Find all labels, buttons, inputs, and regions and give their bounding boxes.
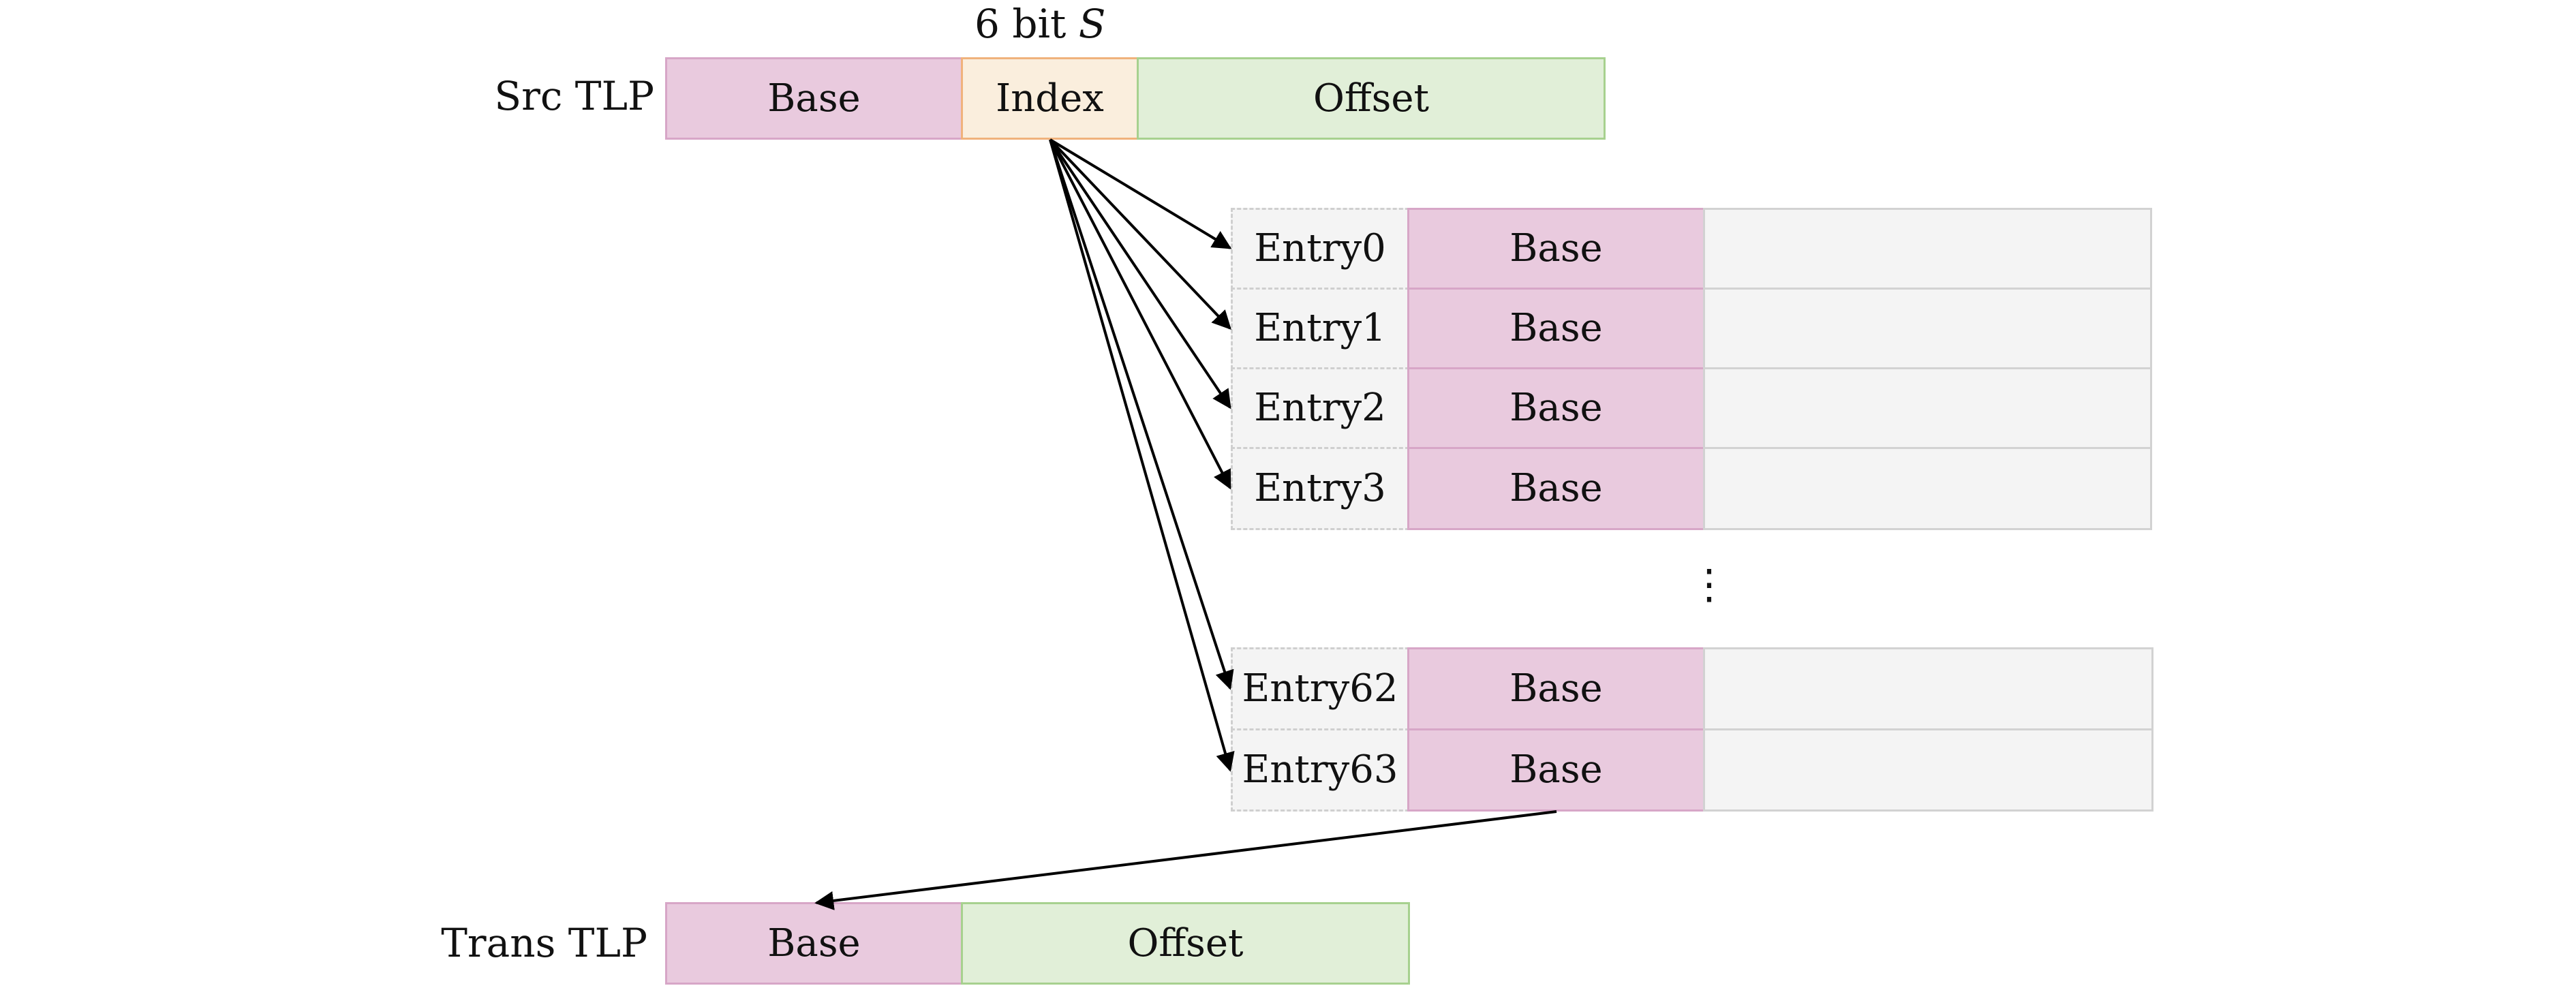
trans-tlp-label: Trans TLP [441, 920, 647, 966]
index-to-entry63-arrow [1049, 139, 1235, 772]
index-to-entry2-arrow [1049, 138, 1231, 410]
index-to-entry3-arrow [1049, 139, 1231, 490]
index-to-entry62-arrow [1049, 139, 1234, 690]
table-entry-base: Base [1407, 367, 1705, 449]
table-entry-rest [1703, 288, 2152, 369]
src-tlp-offset-field: Offset [1137, 57, 1606, 140]
table-entry-name: Entry0 [1231, 208, 1409, 290]
entry-base-to-trans-base-arrow [814, 810, 1557, 910]
index-width-text: 6 bit [975, 1, 1067, 47]
index-to-entry0-arrow [1049, 138, 1232, 249]
table-entry-base: Base [1407, 447, 1705, 530]
table-entry-base: Base [1407, 728, 1705, 812]
index-width-label: 6 bit S [975, 4, 1106, 44]
trans-tlp-base-field: Base [665, 902, 963, 985]
table-entry-base: Base [1407, 208, 1705, 290]
index-to-entry1-arrow [1049, 138, 1231, 330]
trans-tlp-offset-field: Offset [961, 902, 1410, 985]
table-entry-rest [1703, 728, 2153, 812]
table-entry-name: Entry62 [1231, 647, 1409, 730]
table-entry-name: Entry1 [1231, 288, 1409, 369]
src-tlp-index-field: Index [961, 57, 1139, 140]
src-tlp-label: Src TLP [494, 73, 654, 119]
table-entry-name: Entry3 [1231, 447, 1409, 530]
index-width-variable: S [1078, 1, 1106, 47]
table-entry-rest [1703, 447, 2152, 530]
table-entry-base: Base [1407, 647, 1705, 730]
table-entry-name: Entry2 [1231, 367, 1409, 449]
